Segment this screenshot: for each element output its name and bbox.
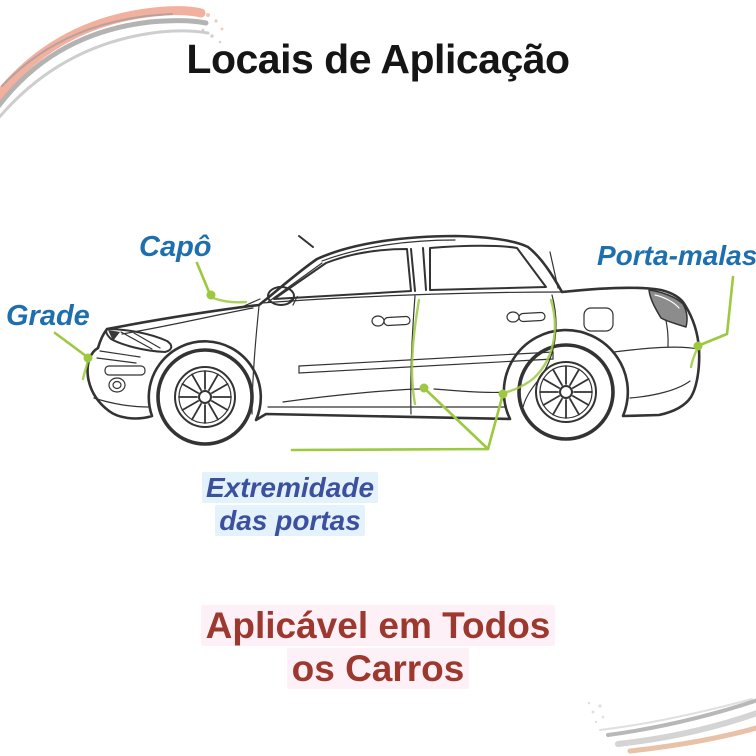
front-door-window	[273, 248, 412, 300]
page-title: Locais de Aplicação	[186, 36, 570, 82]
porta-malas-pointer	[689, 275, 735, 369]
door-edges-line2: das portas	[215, 505, 365, 536]
callout-label-grade: Grade	[6, 300, 90, 332]
car-body-outline	[86, 234, 701, 422]
footer-claim: Aplicável em Todos os Carros	[0, 604, 756, 690]
side-moulding	[298, 351, 554, 374]
rear-door-handle	[506, 311, 546, 323]
side-mirror	[267, 286, 299, 306]
footer-line2: os Carros	[286, 648, 470, 689]
callout-pointers	[53, 261, 735, 452]
front-grille	[96, 350, 141, 364]
rear-door-window	[429, 244, 547, 291]
rear-bumper-seam	[613, 346, 699, 353]
front-door-handle	[371, 315, 411, 327]
door-edges-pointer	[290, 298, 557, 452]
fog-light	[108, 377, 126, 393]
fuel-door	[583, 307, 614, 332]
bumper-air-slot	[104, 365, 146, 376]
door-edges-line1: Extremidade	[201, 472, 379, 503]
quarter-window-divider	[549, 251, 559, 289]
car-beltline	[261, 291, 563, 304]
grade-pointer	[53, 331, 93, 381]
brush-swirl-top-left	[0, 6, 224, 119]
callout-label-door-edges: Extremidade das portas	[185, 471, 395, 537]
taillight	[648, 289, 688, 328]
antenna	[298, 235, 314, 248]
footer-line1: Aplicável em Todos	[200, 605, 556, 646]
headlight	[105, 328, 173, 353]
callout-label-porta-malas: Porta-malas	[597, 240, 756, 271]
front-wheel	[156, 348, 254, 446]
car-illustration	[86, 234, 701, 446]
capo-pointer	[195, 261, 248, 304]
callout-label-capo: Capô	[139, 231, 212, 263]
brush-swirl-bottom-right	[587, 698, 756, 754]
rear-wheel	[517, 343, 615, 441]
